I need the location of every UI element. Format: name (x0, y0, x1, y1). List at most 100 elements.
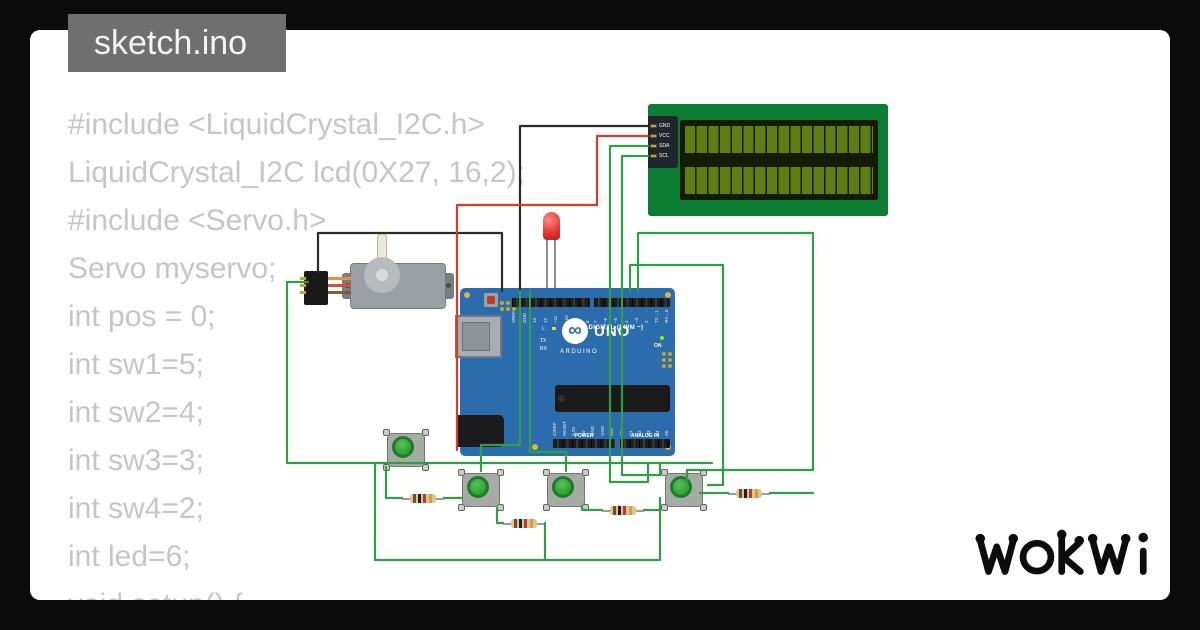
logo-letter-w2 (1089, 537, 1130, 575)
resistor-body (736, 489, 762, 498)
usb-connector (455, 315, 502, 358)
code-line: #include <Servo.h> (68, 204, 327, 237)
red-led[interactable] (542, 212, 562, 298)
code-line: #include <LiquidCrystal_I2C.h> (68, 108, 485, 141)
servo-wire-power (327, 284, 351, 287)
lcd-pin-vcc[interactable] (650, 134, 657, 138)
power-header[interactable] (553, 439, 615, 448)
led-bulb (543, 212, 560, 240)
lcd-pin-block: GND VCC SDA SCL (650, 121, 670, 161)
pushbutton-4[interactable] (661, 469, 707, 511)
servo-screw-hole (446, 283, 451, 288)
resistor-body (511, 519, 537, 528)
button-cap[interactable] (552, 476, 574, 498)
button-leg[interactable] (700, 504, 707, 511)
pin-label: ~3 (633, 317, 639, 323)
arduino-infinity-logo: ∞ (562, 318, 588, 344)
file-tab-sketch-ino[interactable]: sketch.ino (68, 14, 286, 72)
pin-label: ~5 (613, 317, 619, 323)
lcd-char-row (685, 167, 873, 194)
button-leg[interactable] (661, 504, 668, 511)
usb-connector-port (462, 322, 490, 351)
led-cathode-leg (554, 240, 556, 290)
lcd-pin-label: GND (659, 122, 671, 129)
servo-hub (376, 269, 388, 281)
code-line: int pos = 0; (68, 300, 216, 333)
digital-header-right[interactable] (594, 298, 670, 307)
button-cap[interactable] (467, 476, 489, 498)
servo-connector[interactable] (304, 271, 328, 305)
on-led (660, 336, 664, 340)
l-led-label: L (542, 326, 545, 332)
pushbutton-1[interactable] (383, 429, 429, 471)
circuit-diagram: GND VCC SDA SCL (30, 30, 1170, 600)
resistor-3[interactable] (602, 506, 644, 515)
arduino-brand-label: ARDUINO (560, 349, 599, 355)
pushbutton-3[interactable] (543, 469, 589, 511)
resistor-1[interactable] (402, 494, 444, 503)
lcd-pin-row: VCC (650, 131, 670, 141)
logo-letter-w (976, 537, 1017, 575)
lcd-char-row (685, 126, 873, 153)
pin-label: 7 (593, 320, 598, 323)
pin-label: 12 (542, 317, 548, 323)
servo-connector-pin[interactable] (300, 291, 306, 294)
pin-label: ~6 (603, 317, 609, 323)
lcd-pin-row: SCL (650, 151, 670, 161)
resistor-body (610, 506, 636, 515)
resistor-body (410, 494, 436, 503)
button-leg[interactable] (422, 429, 429, 436)
mounting-hole (532, 444, 538, 450)
lcd-pin-row: SDA (650, 141, 670, 151)
tx-led-label: TX (540, 338, 547, 344)
servo-connector-pin[interactable] (300, 277, 306, 280)
pin-label: 2 (644, 320, 650, 323)
servo-connector-pin[interactable] (300, 284, 306, 287)
pin-label: GND (521, 313, 527, 323)
analog-header[interactable] (620, 439, 670, 448)
button-cap[interactable] (670, 476, 692, 498)
servo-wire-ground (327, 291, 351, 294)
resistor-2[interactable] (503, 519, 545, 528)
code-line: int sw4=2; (68, 492, 204, 525)
wokwi-logo (975, 529, 1148, 575)
code-line: Servo myservo; (68, 252, 277, 285)
icsp-header (662, 352, 672, 368)
button-cap[interactable] (392, 436, 414, 458)
builtin-led (552, 327, 556, 330)
wire-green-r1[interactable] (384, 465, 404, 500)
code-line: int sw1=5; (68, 348, 204, 381)
logo-letter-o (1019, 539, 1055, 575)
lcd-pin-gnd[interactable] (650, 124, 657, 128)
on-label: ON (654, 343, 662, 349)
editor-canvas: #include <LiquidCrystal_I2C.h>LiquidCrys… (30, 30, 1170, 600)
lcd-pin-scl[interactable] (650, 154, 657, 158)
lcd-pin-label: VCC (659, 132, 670, 139)
lcd-pin-label: SCL (659, 152, 669, 159)
atmega328p-chip (555, 385, 670, 412)
pin-label: ~11 (553, 315, 558, 323)
code-line: int sw3=3; (68, 444, 204, 477)
power-jack (458, 415, 504, 447)
pin-label: 13 (532, 317, 537, 323)
lcd1602-display[interactable]: GND VCC SDA SCL (648, 104, 888, 216)
code-line-partial: void setup() { (68, 581, 525, 600)
uno-label: UNO (594, 323, 631, 340)
digital-header-left[interactable] (512, 298, 590, 307)
resistor-4[interactable] (728, 489, 770, 498)
pin-label: 8 (584, 320, 590, 323)
lcd-pin-sda[interactable] (650, 144, 657, 148)
pin-label: RX←0 (664, 309, 670, 323)
code-line: int led=6; (68, 540, 191, 573)
reset-button[interactable] (484, 293, 498, 307)
lcd-screen (680, 120, 878, 200)
lcd-pin-label: SDA (659, 142, 670, 149)
lcd-pin-row: GND (650, 121, 670, 131)
servo-wire-signal (327, 277, 351, 280)
pushbutton-2[interactable] (458, 469, 504, 511)
code-line: int sw2=4; (68, 396, 204, 429)
wire-lcd-gnd[interactable] (518, 124, 650, 293)
